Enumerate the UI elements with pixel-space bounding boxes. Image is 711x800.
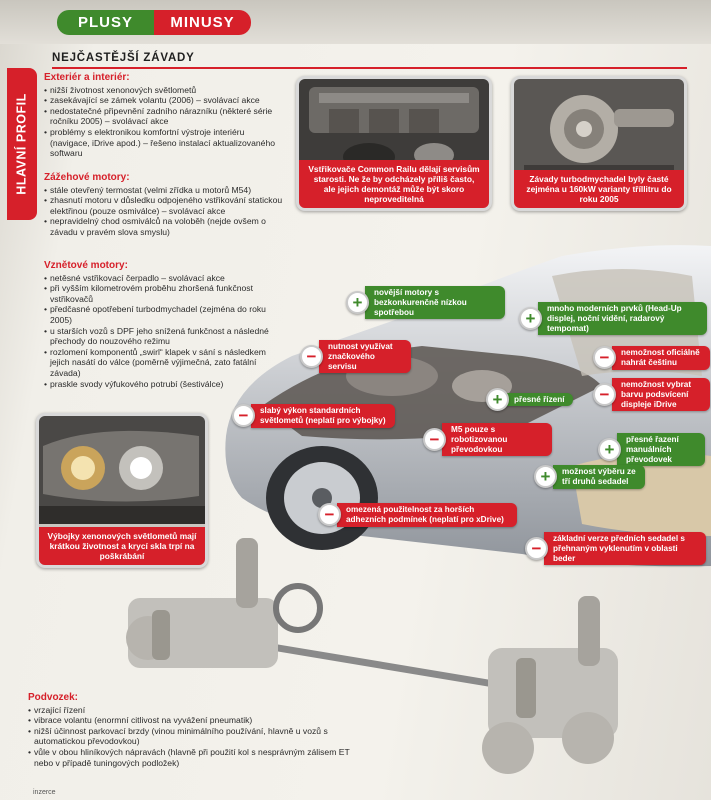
interior-title: Exteriér a interiér: xyxy=(44,72,130,83)
callout-label: přesné řízení xyxy=(505,392,573,407)
list-item: nedostatečné připevnění zadního nárazník… xyxy=(44,106,276,127)
turbocharger-image xyxy=(514,79,684,185)
chassis-illustration xyxy=(126,538,618,774)
callout-label: slabý výkon standardních světlometů (nep… xyxy=(251,404,395,428)
callout-minus-m5: − M5 pouze s robotizovanou převodovkou xyxy=(423,423,552,457)
list-item: rozlomení komponentů „swirl“ klapek v sá… xyxy=(44,347,270,379)
callout-plus-seats: + možnost výběru ze tří druhů sedadel xyxy=(534,465,645,489)
callout-minus-use: − omezená použitelnost za horších adhezn… xyxy=(318,503,517,527)
list-item: předčasné opotřebení turbodmychadel (zej… xyxy=(44,304,270,325)
list-item: zhasnutí motoru v důsledku odpojeného vs… xyxy=(44,195,284,216)
tab-plusy[interactable]: PLUSY xyxy=(57,10,154,35)
list-item: nižší účinnost parkovací brzdy (vinou mi… xyxy=(28,726,358,747)
callout-minus-lighting: − nemožnost vybrat barvu podsvícení disp… xyxy=(593,378,710,412)
list-item: nižší životnost xenonových světlometů xyxy=(44,85,276,96)
plus-icon: + xyxy=(486,388,509,411)
section-divider xyxy=(52,67,687,69)
list-item: nepravidelný chod osmiválců na voloběh (… xyxy=(44,216,284,237)
callout-label: možnost výběru ze tří druhů sedadel xyxy=(553,465,645,489)
caption-injectors: Vstřikovače Common Railu dělají servisům… xyxy=(299,160,489,208)
minus-icon: − xyxy=(525,537,548,561)
caption-headlight: Výbojky xenonových světlometů mají krátk… xyxy=(39,527,205,565)
callout-label: M5 pouze s robotizovanou převodovkou xyxy=(442,423,552,457)
interior-faults: Exteriér a interiér: nižší životnost xen… xyxy=(44,72,276,159)
list-item: vrzající řízení xyxy=(28,705,358,716)
callout-plus-engines: + novější motory s bezkonkurenčně nízkou… xyxy=(346,286,505,320)
callout-label: nemožnost oficiálně nahrát češtinu xyxy=(612,346,710,370)
list-item: praskle svody výfukového potrubí (šestiv… xyxy=(44,379,270,390)
list-item: netěsné vstřikovací čerpadlo – svolávací… xyxy=(44,273,270,284)
photo-turbo: Závady turbodmychadel byly časté zejména… xyxy=(511,76,687,211)
photo-injectors: Vstřikovače Common Railu dělají servisům… xyxy=(296,76,492,211)
callout-plus-modern: + mnoho moderních prvků (Head-Up displej… xyxy=(519,302,707,336)
minus-icon: − xyxy=(593,346,616,370)
minus-icon: − xyxy=(423,428,446,452)
callout-label: novější motory s bezkonkurenčně nízkou s… xyxy=(365,286,505,320)
petrol-title: Zážehové motory: xyxy=(44,172,130,183)
callout-label: nemožnost vybrat barvu podsvícení disple… xyxy=(612,378,710,412)
headlight-image xyxy=(39,416,205,524)
petrol-engine-faults: Zážehové motory: stále otevřený termosta… xyxy=(44,172,284,238)
list-item: vibrace volantu (enormní citlivost na vy… xyxy=(28,715,358,726)
minus-icon: − xyxy=(593,383,616,407)
caption-turbo: Závady turbodmychadel byly časté zejména… xyxy=(514,170,684,208)
header-bar: PLUSY MINUSY xyxy=(0,0,711,44)
plus-icon: + xyxy=(346,291,369,315)
list-item: vůle v obou hliníkových nápravách (hlavn… xyxy=(28,747,358,768)
list-item: u starších vozů s DPF jeho snížená funkč… xyxy=(44,326,270,347)
plus-icon: + xyxy=(534,465,557,489)
callout-label: mnoho moderních prvků (Head-Up displej, … xyxy=(538,302,707,336)
callout-label: základní verze předních sedadel s přehna… xyxy=(544,532,706,566)
callout-minus-lang: − nemožnost oficiálně nahrát češtinu xyxy=(593,346,710,370)
side-section-tab: HLAVNÍ PROFIL xyxy=(7,68,37,220)
diesel-title: Vznětové motory: xyxy=(44,260,128,271)
callout-label: nutnost využívat značkového servisu xyxy=(319,340,411,374)
callout-plus-steering: + přesné řízení xyxy=(486,388,573,411)
photo-headlight: Výbojky xenonových světlometů mají krátk… xyxy=(36,413,208,568)
plus-icon: + xyxy=(519,307,542,331)
callout-plus-manual: + přesné řazení manuálních převodovek xyxy=(598,433,705,467)
callout-minus-front-seats: − základní verze předních sedadel s přeh… xyxy=(525,532,706,566)
chassis-title: Podvozek: xyxy=(28,692,79,703)
minus-icon: − xyxy=(318,503,341,527)
callout-label: přesné řazení manuálních převodovek xyxy=(617,433,705,467)
minus-icon: − xyxy=(232,404,255,428)
diesel-engine-faults: Vznětové motory: netěsné vstřikovací čer… xyxy=(44,260,270,390)
minus-icon: − xyxy=(300,345,323,369)
side-tab-label: HLAVNÍ PROFIL xyxy=(15,93,29,195)
callout-minus-service: − nutnost využívat značkového servisu xyxy=(300,340,411,374)
footer-note: inzerce xyxy=(33,789,56,796)
callout-label: omezená použitelnost za horších adhezníc… xyxy=(337,503,517,527)
list-item: problémy s elektronikou komfortní výstro… xyxy=(44,127,276,159)
section-title: NEJČASTĚJŠÍ ZÁVADY xyxy=(52,52,195,64)
callout-minus-headlights: − slabý výkon standardních světlometů (n… xyxy=(232,404,395,428)
chassis-faults: Podvozek: vrzající řízení vibrace volant… xyxy=(28,692,358,768)
list-item: zasekávající se zámek volantu (2006) – s… xyxy=(44,95,276,106)
plus-icon: + xyxy=(598,438,621,462)
tab-minusy[interactable]: MINUSY xyxy=(154,10,251,35)
list-item: při vyšším kilometrovém proběhu zhoršená… xyxy=(44,283,270,304)
list-item: stále otevřený termostat (velmi zřídka u… xyxy=(44,185,284,196)
